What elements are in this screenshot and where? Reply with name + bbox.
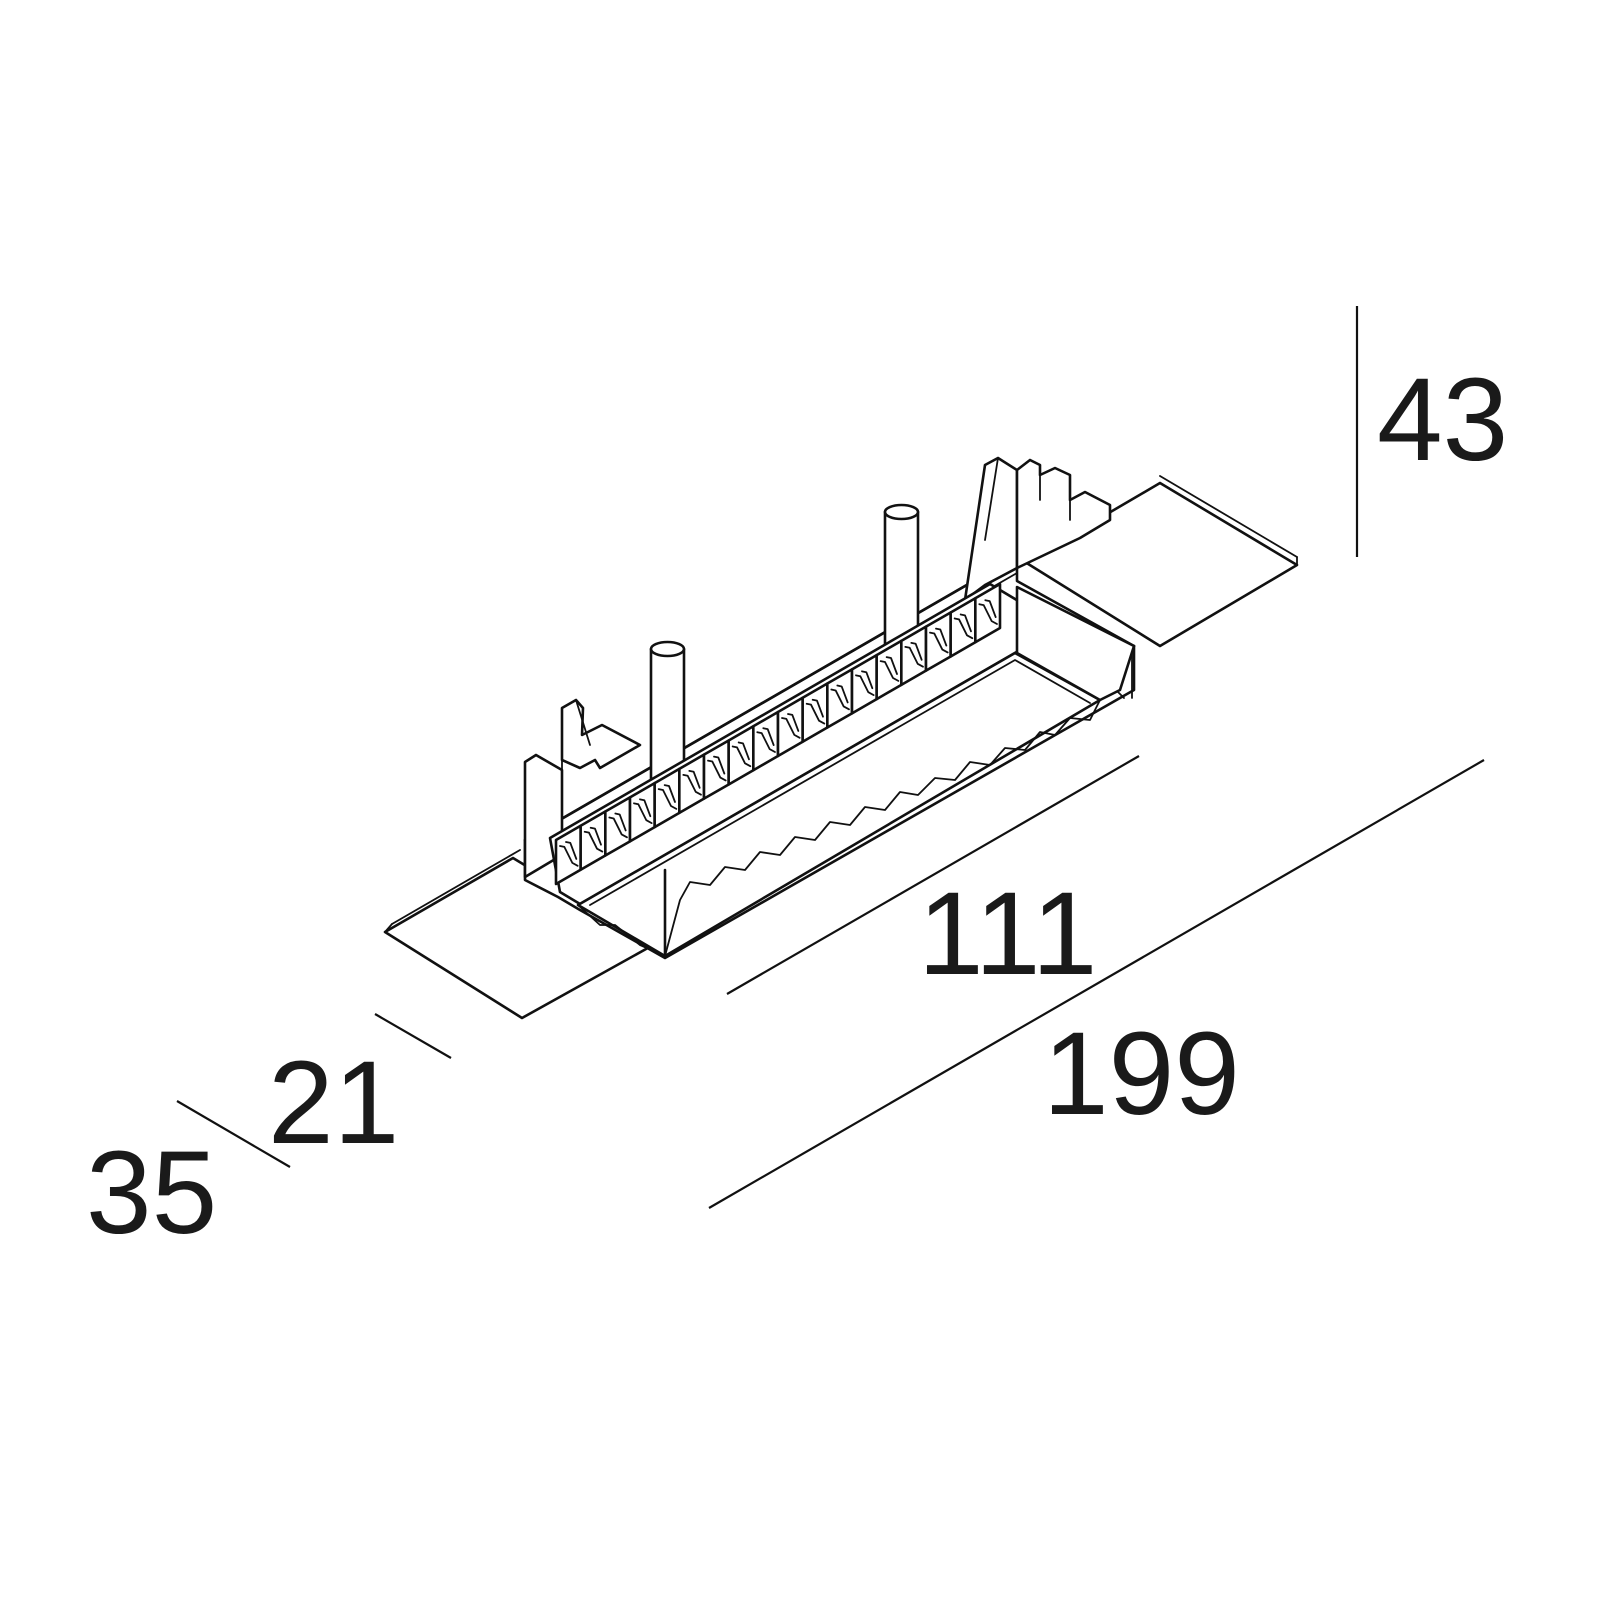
dim-line-inner-length: [726, 755, 1140, 995]
optic-cell: [727, 724, 755, 786]
optic-cell: [850, 653, 878, 715]
optic-cell: [974, 582, 1002, 644]
right-clip-bracket: [963, 456, 1112, 602]
luminaire-drawing: [383, 456, 1299, 1020]
light-opening: [576, 651, 1102, 958]
dim-line-outer-length: [708, 759, 1485, 1209]
optic-cell: [653, 767, 681, 829]
dimension-inner-length-label: 111: [918, 868, 1097, 1000]
optic-cell: [875, 639, 903, 701]
dimension-height-label: 43: [1377, 354, 1508, 486]
optic-cell: [900, 625, 928, 687]
dimension-outer-length-label: 199: [1043, 1008, 1240, 1140]
dimension-inner-width-label: 21: [268, 1037, 399, 1169]
optic-reflector-row: [554, 582, 1133, 886]
dim-line-outer-width: [176, 1100, 291, 1168]
optic-cell: [801, 682, 829, 744]
dimension-lines: [176, 306, 1485, 1209]
dim-line-inner-width: [374, 1013, 452, 1059]
right-end-cap: [1015, 585, 1136, 702]
optic-cell: [628, 781, 656, 843]
dimension-outer-width-label: 35: [86, 1127, 217, 1259]
